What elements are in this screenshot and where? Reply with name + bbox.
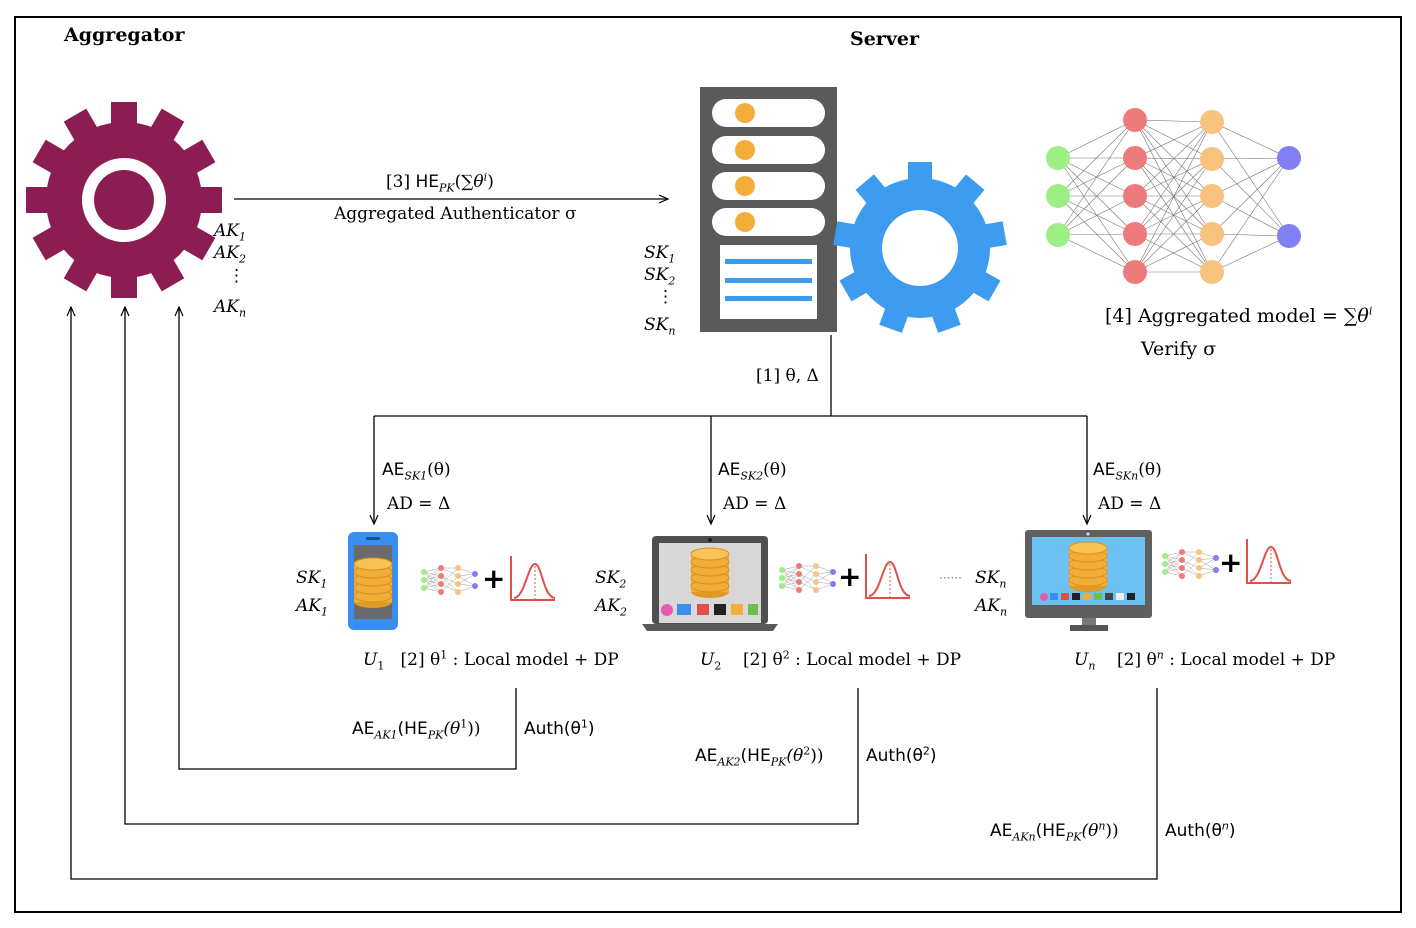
downlink-2-encryption: AESK2(θ) — [718, 460, 787, 483]
aggregator-title: Aggregator — [64, 24, 185, 46]
user2-sk: SK2 — [595, 568, 627, 591]
usern-auth: Auth(θn) — [1165, 819, 1236, 841]
local-model-network-icon-n — [1161, 548, 1220, 580]
step3-label: [3] HEPK(∑θi) — [386, 170, 494, 195]
user1-label: U1 [2] θ1 : Local model + DP — [363, 648, 619, 673]
downlink-1-encryption: AESK1(θ) — [382, 460, 451, 483]
downlink-1-ad: AD = Δ — [387, 494, 451, 514]
usern-label: Un [2] θn : Local model + DP — [1074, 648, 1336, 673]
user2-return-ciphertext: AEAK2(HEPK(θ2)) — [695, 744, 824, 769]
step1-label: [1] θ, Δ — [756, 366, 819, 386]
usern-sk: SKn — [975, 568, 1007, 591]
neural-network-icon — [1046, 108, 1301, 284]
local-model-network-icon-1 — [420, 564, 479, 596]
user1-auth: Auth(θ1) — [524, 717, 595, 739]
user1-ak: AK1 — [296, 596, 328, 619]
downlink-n-encryption: AESKn(θ) — [1093, 460, 1162, 483]
server-key-1: SK1 — [644, 243, 676, 266]
verify-sigma-label: Verify σ — [1141, 338, 1217, 360]
aggregator-key-ellipsis: ⋮ — [228, 266, 245, 286]
dp-distribution-icon-n — [1246, 538, 1292, 584]
server-rack-icon — [700, 87, 837, 332]
plus-sign-1: + — [482, 562, 506, 595]
users-ellipsis: ······ — [939, 571, 962, 585]
server-title: Server — [850, 28, 919, 50]
desktop-monitor-icon — [1025, 530, 1152, 631]
return-lines — [71, 307, 1158, 880]
distribution-lines — [374, 335, 1087, 524]
server-gear-icon — [833, 162, 1007, 333]
aggregator-key-1: AK1 — [214, 221, 246, 244]
aggregator-key-n: AKn — [214, 297, 247, 320]
local-model-network-icon-2 — [778, 562, 837, 594]
dp-distribution-icon-1 — [510, 555, 556, 601]
server-key-n: SKn — [644, 315, 676, 338]
user2-label: U2 [2] θ2 : Local model + DP — [700, 648, 962, 673]
user1-return-ciphertext: AEAK1(HEPK(θ1)) — [352, 717, 481, 742]
server-key-ellipsis: ⋮ — [657, 287, 674, 307]
aggregated-model-label: [4] Aggregated model = ∑θi — [1105, 304, 1373, 327]
plus-sign-2: + — [838, 560, 862, 593]
user2-auth: Auth(θ2) — [866, 744, 937, 766]
downlink-2-ad: AD = Δ — [723, 494, 787, 514]
user2-ak: AK2 — [595, 596, 627, 619]
laptop-icon — [642, 536, 778, 631]
smartphone-icon — [348, 532, 398, 630]
usern-ak: AKn — [975, 596, 1008, 619]
server-key-2: SK2 — [644, 265, 676, 288]
frame-border — [14, 16, 1402, 913]
aggregator-key-2: AK2 — [214, 243, 246, 266]
plus-sign-n: + — [1219, 546, 1243, 579]
dp-distribution-icon-2 — [865, 553, 911, 599]
user1-sk: SK1 — [296, 568, 328, 591]
aggregated-authenticator-label: Aggregated Authenticator σ — [334, 204, 577, 224]
aggregator-gear-icon — [26, 102, 222, 298]
downlink-n-ad: AD = Δ — [1098, 494, 1162, 514]
usern-return-ciphertext: AEAKn(HEPK(θn)) — [990, 819, 1119, 844]
